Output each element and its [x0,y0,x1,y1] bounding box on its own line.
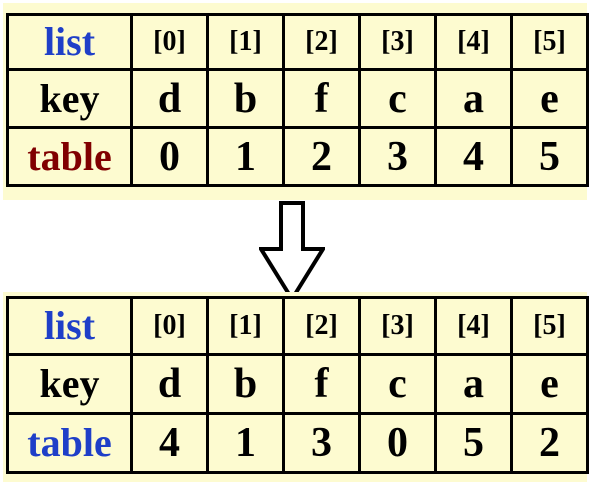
key-cell: f [282,352,361,415]
table-value-cell: 2 [510,411,589,475]
list-label: list [6,12,133,72]
key-cell: a [434,352,513,415]
index-cell: [5] [510,12,589,72]
index-cell: [2] [282,12,361,72]
table-value-cell: 3 [358,126,437,187]
key-cell: f [282,68,361,130]
key-cell: e [510,352,589,415]
table-row: table 0 1 2 3 4 5 [6,126,589,187]
original-table: list [0] [1] [2] [3] [4] [5] key d b f c… [6,12,589,187]
key-cell: c [358,68,437,130]
key-cell: d [130,68,209,130]
table-value-cell: 1 [206,126,285,187]
down-arrow-outline-icon [259,201,325,301]
key-cell: b [206,352,285,415]
index-cell: [1] [206,296,285,356]
index-cell: [4] [434,296,513,356]
key-row: key d b f c a e [6,68,589,130]
original-table-panel: list [0] [1] [2] [3] [4] [5] key d b f c… [3,3,589,200]
index-cell: [0] [130,296,209,356]
index-cell: [3] [358,296,437,356]
index-cell: [2] [282,296,361,356]
index-row: list [0] [1] [2] [3] [4] [5] [6,12,589,72]
key-cell: a [434,68,513,130]
index-cell: [3] [358,12,437,72]
table-value-cell: 3 [282,411,361,475]
table-value-cell: 4 [434,126,513,187]
index-cell: [1] [206,12,285,72]
sorted-table: list [0] [1] [2] [3] [4] [5] key d b f c… [6,296,589,475]
table-value-cell: 4 [130,411,209,475]
table-value-cell: 1 [206,411,285,475]
index-cell: [5] [510,296,589,356]
table-value-cell: 5 [434,411,513,475]
table-row: table 4 1 3 0 5 2 [6,411,589,475]
key-label: key [6,352,133,415]
key-cell: e [510,68,589,130]
index-cell: [0] [130,12,209,72]
table-label: table [6,126,133,187]
list-label: list [6,296,133,356]
table-value-cell: 0 [130,126,209,187]
table-value-cell: 5 [510,126,589,187]
table-value-cell: 2 [282,126,361,187]
table-value-cell: 0 [358,411,437,475]
key-cell: c [358,352,437,415]
key-cell: b [206,68,285,130]
index-cell: [4] [434,12,513,72]
table-label: table [6,411,133,475]
sorted-table-panel: list [0] [1] [2] [3] [4] [5] key d b f c… [3,292,589,482]
key-label: key [6,68,133,130]
key-row: key d b f c a e [6,352,589,415]
index-row: list [0] [1] [2] [3] [4] [5] [6,296,589,356]
key-cell: d [130,352,209,415]
